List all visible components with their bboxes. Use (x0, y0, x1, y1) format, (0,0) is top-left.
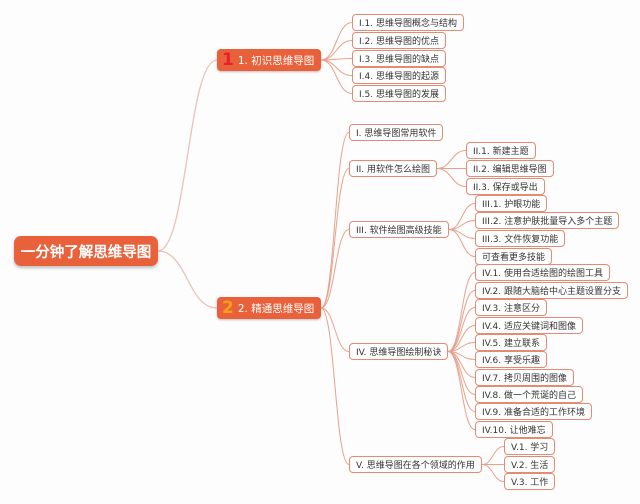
connector-line (447, 351, 476, 412)
connector-line (481, 446, 505, 465)
connector-line (320, 59, 353, 94)
subtopic-2-4-9[interactable]: IV.9. 准备合适的工作环境 (475, 403, 592, 420)
subtopic-2-3-1[interactable]: III.1. 护眼功能 (475, 195, 548, 212)
subtopic-2-5-3[interactable]: V.3. 工作 (504, 473, 556, 490)
subtopic-2-2-1[interactable]: II.1. 新建主题 (466, 142, 536, 159)
root-topic[interactable]: 一分钟了解思维导图 (14, 236, 158, 266)
subtopic-2-4[interactable]: IV. 思维导图绘制秘诀 (349, 343, 449, 360)
subtopic-2-4-7[interactable]: IV.7. 拷贝周围的图像 (475, 369, 574, 386)
subtopic-1-3[interactable]: I.3. 思维导图的缺点 (352, 50, 446, 67)
connector-line (320, 59, 353, 76)
connector-line (320, 307, 350, 352)
connector-line (436, 168, 467, 187)
connector-line (447, 272, 476, 352)
connector-line (320, 168, 350, 309)
subtopic-2-2-2[interactable]: II.2. 编辑思维导图 (466, 160, 554, 177)
subtopic-2-2[interactable]: II. 用软件怎么绘图 (349, 160, 438, 177)
connector-line (157, 250, 218, 309)
subtopic-2-5-2[interactable]: V.2. 生活 (504, 456, 556, 473)
subtopic-2-4-4[interactable]: IV.4. 适应关键词和图像 (475, 317, 583, 334)
connector-line (436, 150, 467, 169)
subtopic-2-4-6[interactable]: IV.6. 享受乐趣 (475, 351, 547, 368)
connector-line (320, 307, 350, 465)
subtopic-2-4-10[interactable]: IV.10. 让他难忘 (475, 421, 553, 438)
subtopic-2-4-2[interactable]: IV.2. 跟随大脑给中心主题设置分支 (475, 282, 628, 299)
connector-line (447, 290, 476, 352)
subtopic-1-4[interactable]: I.4. 思维导图的起源 (352, 67, 446, 84)
number-2-icon: 2 (222, 297, 234, 318)
subtopic-2-2-3[interactable]: II.3. 保存或导出 (466, 178, 545, 195)
subtopic-1-5[interactable]: I.5. 思维导图的发展 (352, 85, 446, 102)
subtopic-2-5-1[interactable]: V.1. 学习 (504, 438, 556, 455)
connector-line (448, 203, 476, 230)
connector-line (320, 40, 353, 61)
connector-line (448, 229, 476, 257)
subtopic-2-3-2[interactable]: III.2. 注意护肤批量导入多个主题 (475, 212, 620, 229)
connector-line (320, 229, 350, 309)
subtopic-2-4-8[interactable]: IV.8. 做一个荒诞的自己 (475, 386, 583, 403)
branch-2-topic[interactable]: 2 2. 精通思维导图 (217, 297, 322, 319)
number-1-icon: 1 (222, 49, 234, 70)
connector-line (447, 307, 476, 352)
connector-line (320, 22, 353, 61)
connector-line (157, 59, 218, 252)
subtopic-2-4-1[interactable]: IV.1. 使用合适绘图的绘图工具 (475, 264, 610, 281)
connector-line (447, 351, 476, 430)
branch-1-topic[interactable]: 1 1. 初识思维导图 (217, 49, 322, 71)
connector-line (481, 464, 505, 482)
branch-1-label: 1. 初识思维导图 (237, 54, 315, 67)
connector-line (320, 132, 350, 309)
subtopic-2-4-5[interactable]: IV.5. 建立联系 (475, 334, 547, 351)
subtopic-2-1[interactable]: I. 思维导图常用软件 (349, 124, 444, 141)
subtopic-2-4-3[interactable]: IV.3. 注意区分 (475, 299, 547, 316)
subtopic-2-3-4[interactable]: 可查看更多技能 (475, 248, 553, 265)
subtopic-1-1[interactable]: I.1. 思维导图概念与结构 (352, 14, 464, 31)
subtopic-1-2[interactable]: I.2. 思维导图的优点 (352, 32, 446, 49)
subtopic-2-3[interactable]: III. 软件绘图高级技能 (349, 221, 449, 238)
subtopic-2-5[interactable]: V. 思维导图在各个领域的作用 (349, 456, 482, 473)
branch-2-label: 2. 精通思维导图 (237, 302, 315, 315)
subtopic-2-3-3[interactable]: III.3. 文件恢复功能 (475, 230, 566, 247)
connector-line (447, 325, 476, 352)
root-topic-label: 一分钟了解思维导图 (20, 244, 152, 261)
